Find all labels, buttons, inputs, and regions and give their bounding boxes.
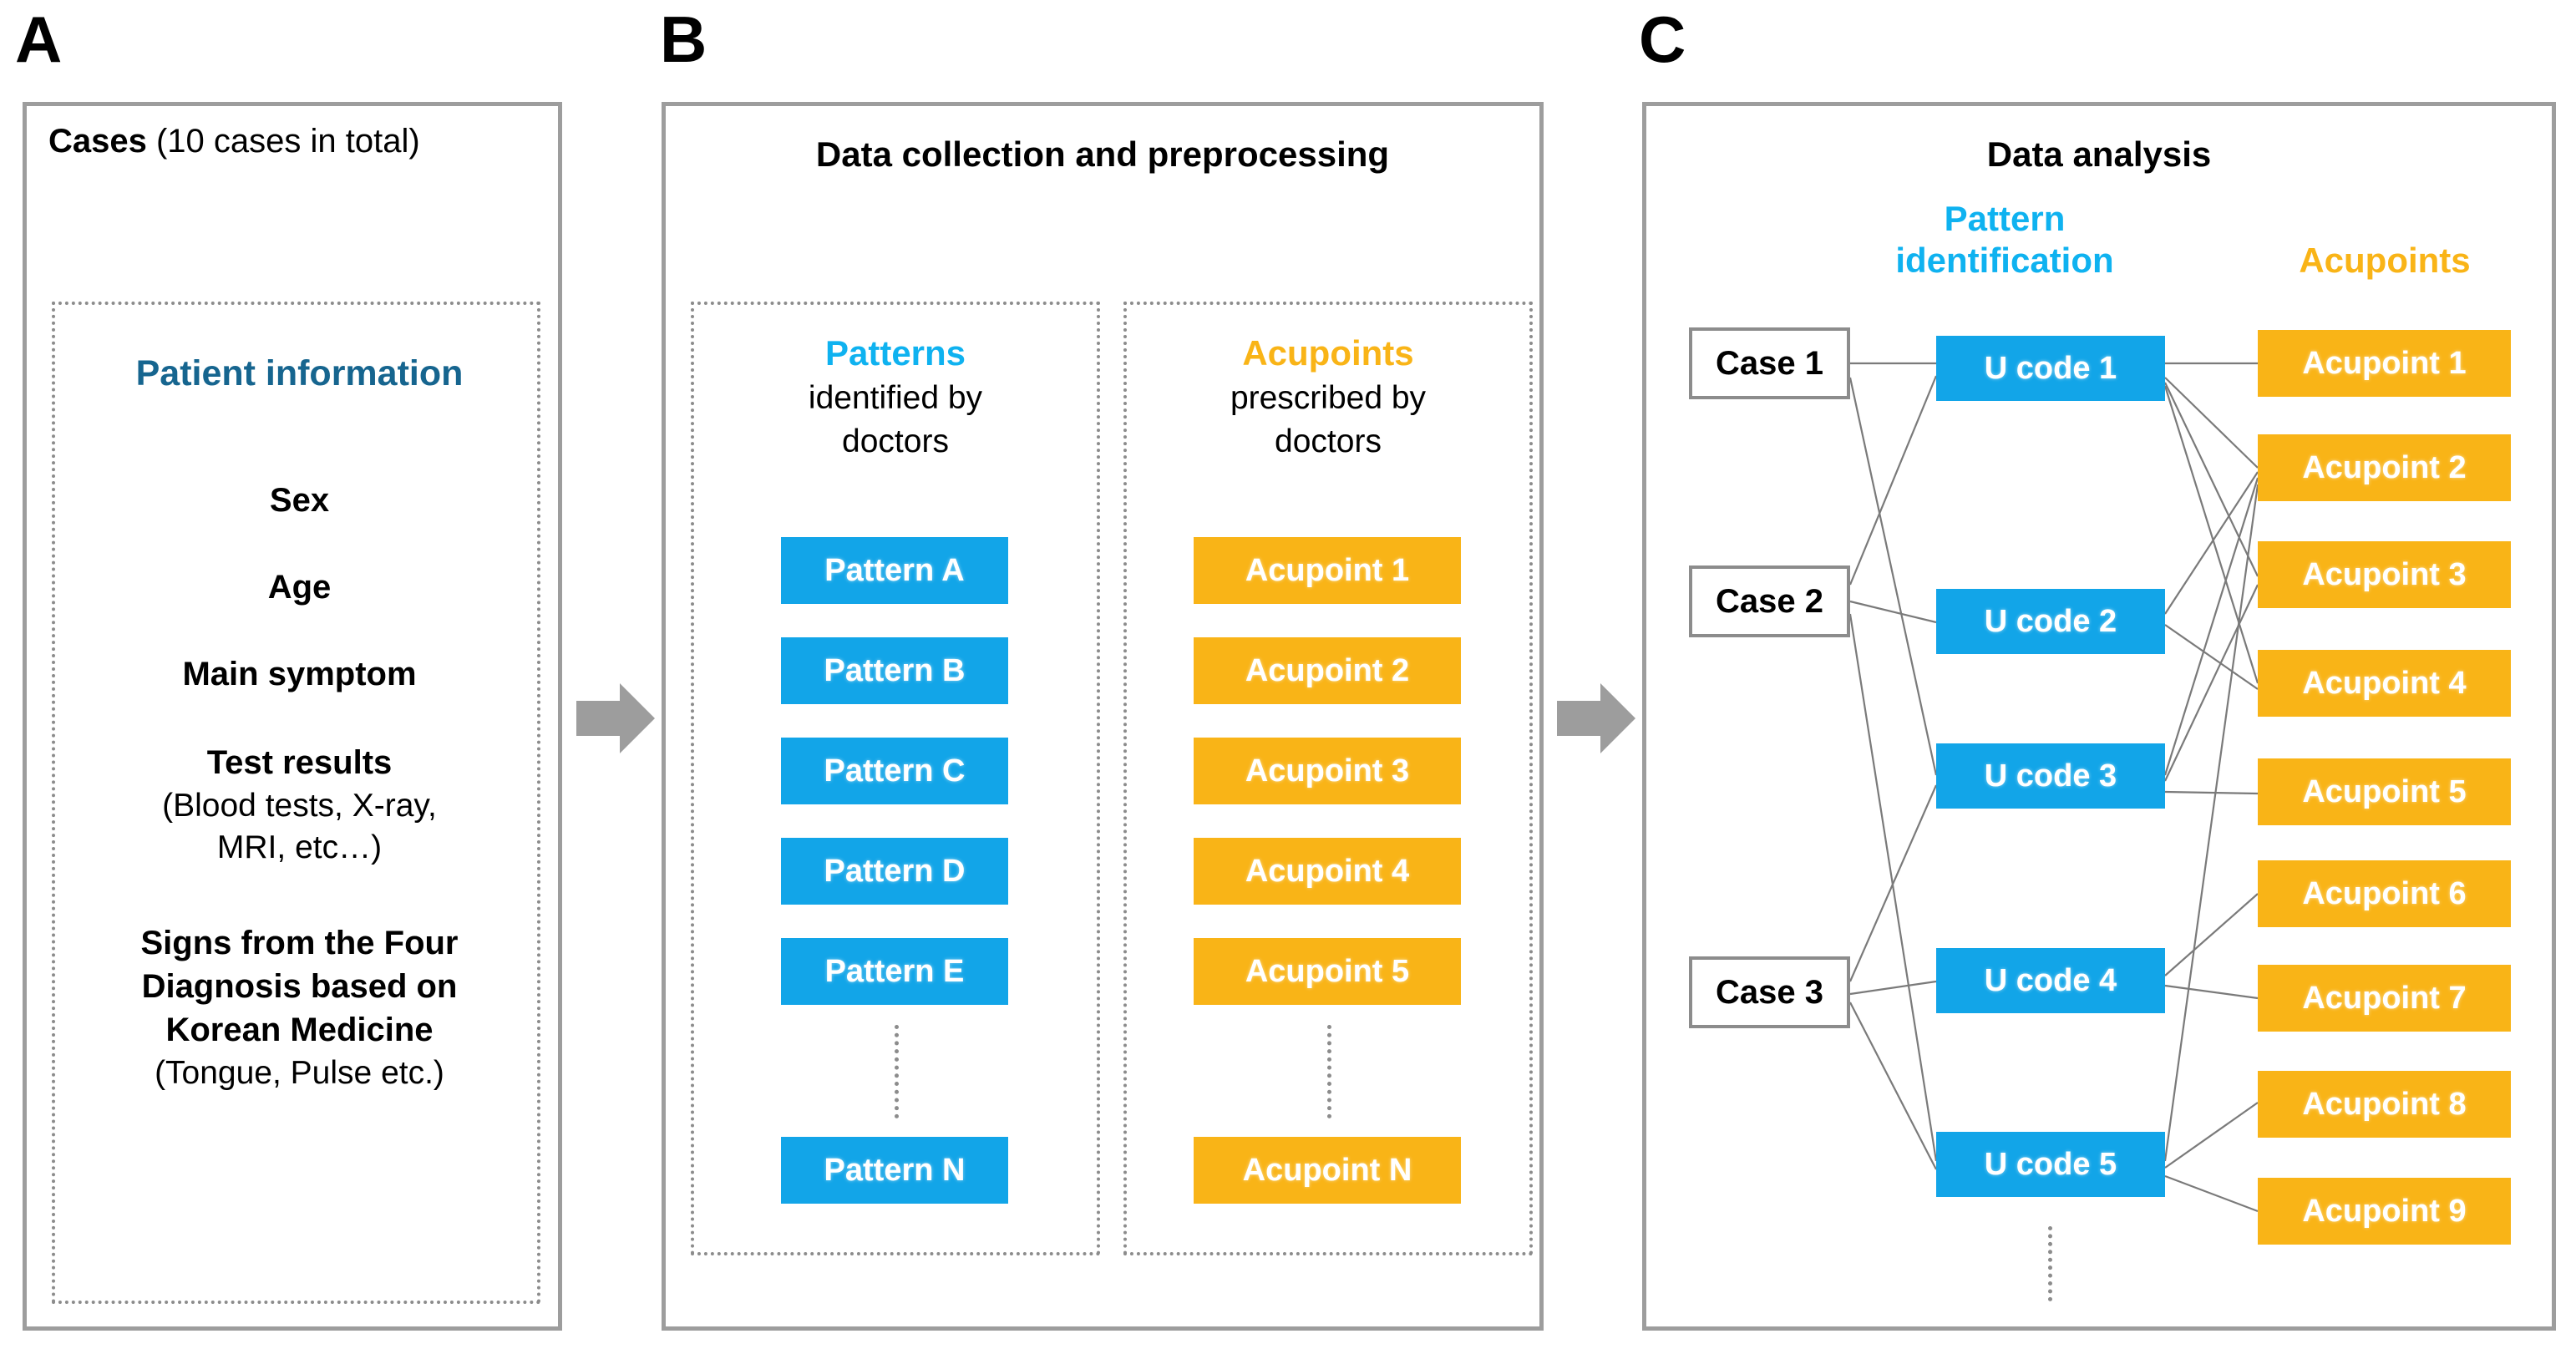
panel-c-acupoint-chip-9[interactable]: Acupoint 9 (2258, 1178, 2511, 1245)
panel-c-acupoint-chip-4[interactable]: Acupoint 4 (2258, 650, 2511, 717)
pattern-identification-heading-line1: Pattern (1944, 199, 2066, 238)
ucode-ellipsis (2048, 1226, 2052, 1301)
field-four-diagnosis-detail: (Tongue, Pulse etc.) (155, 1055, 444, 1091)
panel-a-frame: Cases (10 cases in total) Patient inform… (23, 102, 562, 1331)
acupoint-chip-n[interactable]: Acupoint N (1194, 1137, 1461, 1204)
acupoints-column-box: Acupoints prescribed by doctors Acupoint… (1123, 302, 1533, 1255)
field-test-results-detail-line2: MRI, etc…) (216, 829, 383, 865)
field-test-results-detail-line1: (Blood tests, X-ray, (162, 788, 437, 824)
patterns-column-heading: Patterns (824, 333, 966, 373)
acupoints-column-heading: Acupoints (1242, 333, 1414, 373)
field-sex: Sex (269, 482, 330, 519)
acupoints-column-sub-line1: prescribed by (1230, 380, 1427, 416)
panel-c-acupoint-chip-3[interactable]: Acupoint 3 (2258, 541, 2511, 608)
cases-heading-rest: (10 cases in total) (146, 123, 420, 160)
patient-information-box: Patient information Sex Age Main symptom… (52, 302, 540, 1304)
panel-c-title: Data analysis (1986, 134, 2212, 174)
panel-c-acupoint-chip-6[interactable]: Acupoint 6 (2258, 860, 2511, 927)
panel-letter-b: B (660, 3, 707, 76)
ucode-chip-1[interactable]: U code 1 (1936, 336, 2165, 401)
cases-heading: Cases (10 cases in total) (48, 123, 550, 160)
acupoints-column-sub-line2: doctors (1275, 423, 1382, 459)
field-age: Age (267, 569, 332, 606)
field-test-results: Test results (206, 744, 393, 781)
ucode-chip-2[interactable]: U code 2 (1936, 589, 2165, 654)
arrow-a-to-b (576, 678, 657, 763)
case-box-1[interactable]: Case 1 (1689, 327, 1850, 399)
panel-letter-c: C (1639, 3, 1686, 76)
panel-letter-a: A (15, 3, 62, 76)
panel-c-acupoint-chip-7[interactable]: Acupoint 7 (2258, 965, 2511, 1032)
patient-information-heading: Patient information (135, 353, 464, 393)
panel-b-frame: Data collection and preprocessing Patter… (662, 102, 1544, 1331)
patterns-ellipsis (895, 1025, 899, 1118)
pattern-chip-n[interactable]: Pattern N (781, 1137, 1008, 1204)
field-four-diagnosis-line1: Signs from the Four (140, 925, 459, 961)
pattern-chip-d[interactable]: Pattern D (781, 838, 1008, 905)
field-four-diagnosis-line2: Diagnosis based on (141, 968, 458, 1005)
panel-c-acupoint-chip-5[interactable]: Acupoint 5 (2258, 758, 2511, 825)
ucode-chip-5[interactable]: U code 5 (1936, 1132, 2165, 1197)
arrow-b-to-c (1557, 678, 1637, 763)
field-four-diagnosis-line3: Korean Medicine (165, 1012, 434, 1048)
ucode-chip-3[interactable]: U code 3 (1936, 743, 2165, 809)
acupoint-chip-4[interactable]: Acupoint 4 (1194, 838, 1461, 905)
acupoint-chip-3[interactable]: Acupoint 3 (1194, 738, 1461, 804)
case-box-2[interactable]: Case 2 (1689, 565, 1850, 637)
pattern-chip-b[interactable]: Pattern B (781, 637, 1008, 704)
case-box-3[interactable]: Case 3 (1689, 956, 1850, 1028)
panel-b-title: Data collection and preprocessing (815, 134, 1390, 174)
ucode-chip-4[interactable]: U code 4 (1936, 948, 2165, 1013)
acupoint-chip-1[interactable]: Acupoint 1 (1194, 537, 1461, 604)
panel-c-acupoint-chip-2[interactable]: Acupoint 2 (2258, 434, 2511, 501)
pattern-chip-e[interactable]: Pattern E (781, 938, 1008, 1005)
panel-c-acupoint-chip-8[interactable]: Acupoint 8 (2258, 1071, 2511, 1138)
acupoints-ellipsis (1327, 1025, 1331, 1118)
pattern-identification-heading-line2: identification (1895, 241, 2114, 280)
field-main-symptom: Main symptom (182, 656, 417, 692)
cases-heading-bold: Cases (48, 123, 147, 160)
pattern-chip-c[interactable]: Pattern C (781, 738, 1008, 804)
acupoint-chip-2[interactable]: Acupoint 2 (1194, 637, 1461, 704)
pattern-chip-a[interactable]: Pattern A (781, 537, 1008, 604)
patterns-column-sub-line2: doctors (842, 423, 949, 459)
patterns-column-box: Patterns identified by doctors Pattern A… (691, 302, 1100, 1255)
acupoints-heading: Acupoints (2299, 241, 2471, 280)
patterns-column-sub-line1: identified by (808, 380, 983, 416)
panel-c-acupoint-chip-1[interactable]: Acupoint 1 (2258, 330, 2511, 397)
acupoint-chip-5[interactable]: Acupoint 5 (1194, 938, 1461, 1005)
